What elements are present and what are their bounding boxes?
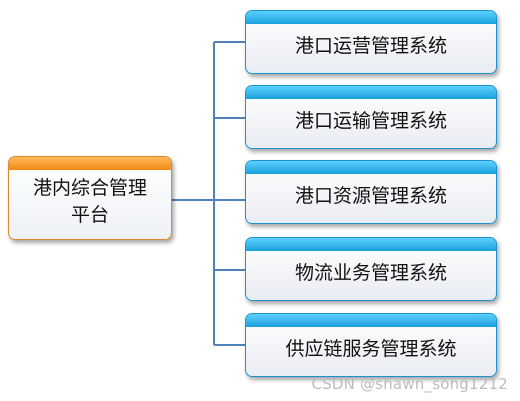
system-node-logistics: 物流业务管理系统 xyxy=(245,237,497,301)
system-node-header xyxy=(246,86,496,99)
system-node-port-transport: 港口运输管理系统 xyxy=(245,85,497,149)
system-node-label: 港口资源管理系统 xyxy=(294,185,447,207)
system-node-header xyxy=(246,161,496,174)
root-node: 港内综合管理 平台 xyxy=(8,156,172,240)
system-node-header xyxy=(246,314,496,327)
watermark-text: CSDN @shawn_song1212 xyxy=(311,375,508,393)
root-node-label: 港内综合管理 平台 xyxy=(32,177,147,226)
root-node-header xyxy=(9,157,171,170)
system-node-header xyxy=(246,11,496,24)
system-node-label: 物流业务管理系统 xyxy=(294,262,447,284)
system-node-header xyxy=(246,238,496,251)
system-node-supply-chain: 供应链服务管理系统 xyxy=(245,313,497,377)
system-node-port-resources: 港口资源管理系统 xyxy=(245,160,497,224)
system-node-label: 港口运输管理系统 xyxy=(294,110,447,132)
system-node-label: 港口运营管理系统 xyxy=(294,35,447,57)
system-node-port-operations: 港口运营管理系统 xyxy=(245,10,497,74)
system-node-label: 供应链服务管理系统 xyxy=(285,338,457,360)
